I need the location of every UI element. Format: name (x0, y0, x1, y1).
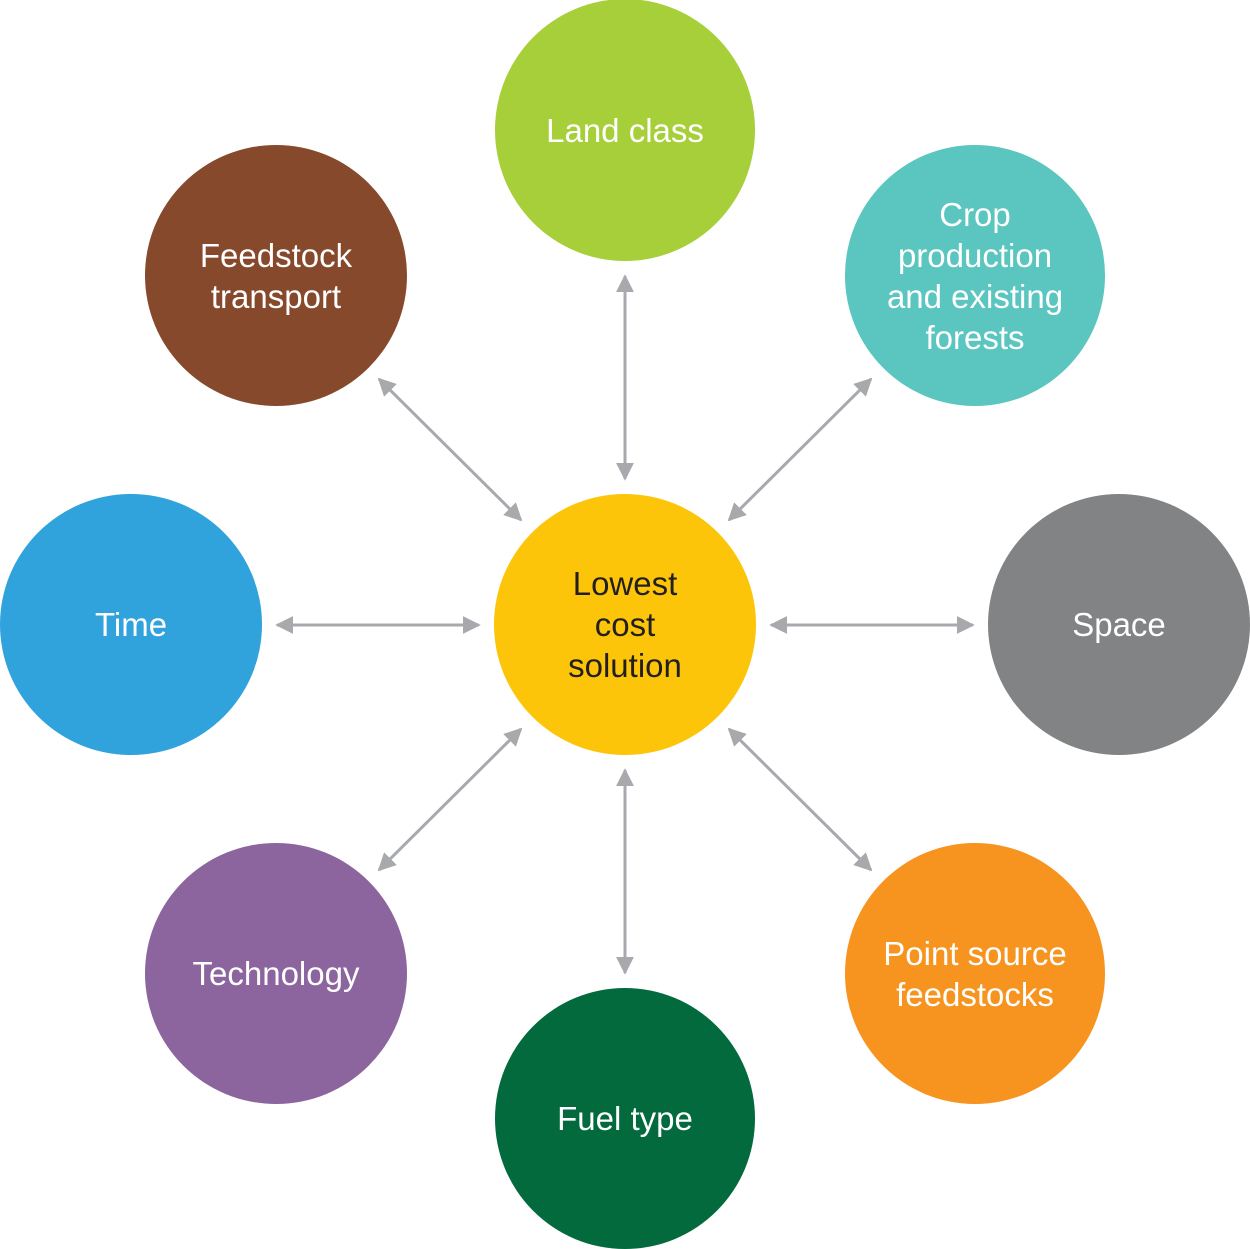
arrow-technology (377, 727, 523, 872)
node-time: Time (0, 494, 262, 755)
node-crop-production-label: Crop production and existing forests (886, 195, 1064, 356)
node-land-class-label: Land class (546, 111, 704, 149)
node-feedstock-transport-label: Feedstock transport (199, 236, 353, 315)
node-crop-production: Crop production and existing forests (845, 145, 1105, 406)
arrow-feedstock-transport (377, 377, 523, 522)
node-lowest-cost-solution-label: Lowest cost solution (568, 565, 682, 684)
node-fuel-type: Fuel type (495, 988, 755, 1249)
node-technology: Technology (145, 843, 407, 1104)
node-point-source: Point source feedstocks (845, 843, 1105, 1104)
node-time-label: Time (94, 606, 168, 643)
node-point-source-label: Point source feedstocks (883, 934, 1067, 1013)
node-technology-label: Technology (192, 955, 360, 992)
node-fuel-type-label: Fuel type (557, 1100, 693, 1137)
arrow-crop-production (727, 377, 873, 522)
node-space-label: Space (1072, 606, 1166, 643)
node-lowest-cost-solution: Lowest cost solution (494, 494, 756, 755)
node-feedstock-transport: Feedstock transport (145, 145, 407, 406)
node-space: Space (988, 494, 1250, 755)
node-land-class: Land class (495, 0, 755, 261)
arrow-point-source (727, 727, 873, 872)
